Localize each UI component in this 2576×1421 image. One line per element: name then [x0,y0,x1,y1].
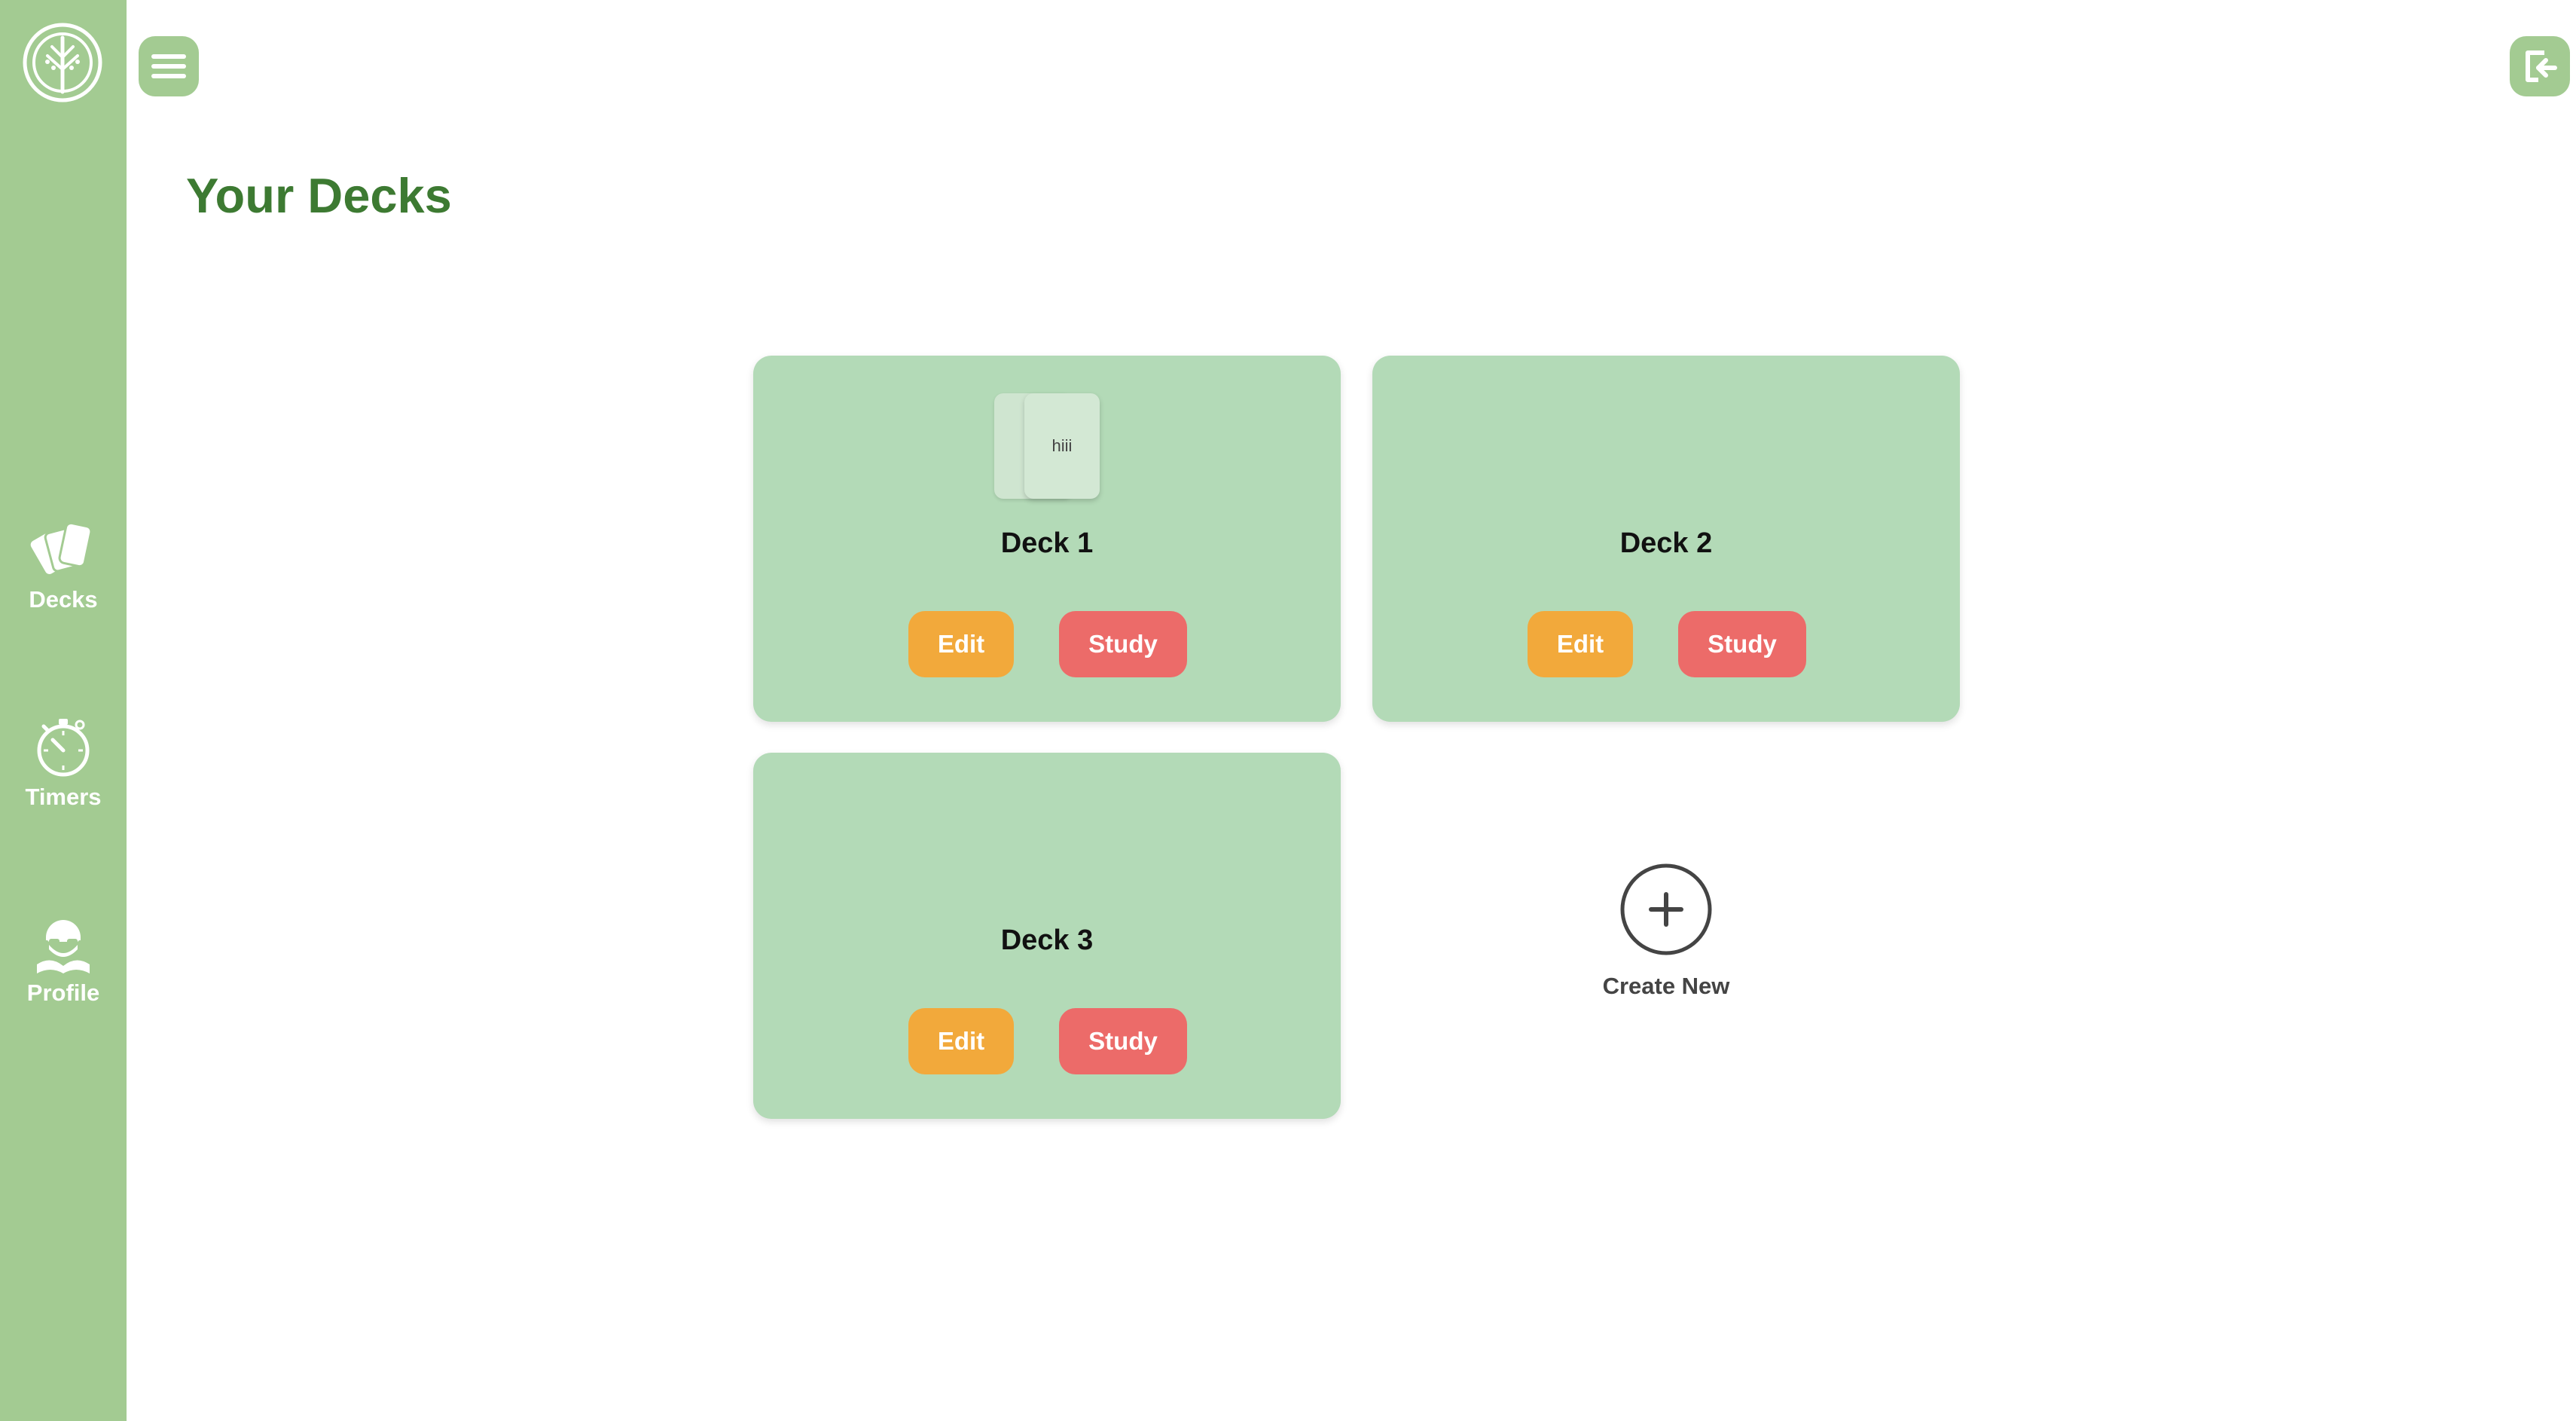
create-new-label: Create New [1602,973,1730,999]
tree-logo-icon [23,23,102,102]
study-button[interactable]: Study [1059,611,1187,677]
deck-name: Deck 1 [1000,527,1094,559]
sidebar: Decks Timers Profile [0,0,127,1421]
plus-circle-icon [1620,863,1712,955]
deck-name: Deck 2 [1619,527,1713,559]
create-new-button[interactable]: Create New [1546,863,1787,1000]
deck-preview: hiii [994,393,1101,500]
preview-card-front: hiii [1024,393,1100,499]
logout-button[interactable] [2510,36,2570,96]
sidebar-item-timers[interactable]: Timers [0,716,127,811]
cards-icon [30,521,93,574]
logout-icon [2526,50,2557,82]
reader-avatar-icon [37,920,90,973]
deck-name: Deck 3 [1000,924,1094,956]
edit-button[interactable]: Edit [1528,611,1633,677]
sidebar-item-label: Decks [29,586,98,613]
deck-card-1: hiii Deck 1 Edit Study [753,356,1341,722]
sidebar-item-label: Profile [26,979,100,1006]
sidebar-item-profile[interactable]: Profile [0,912,127,1007]
deck-card-3: Deck 3 Edit Study [753,753,1341,1119]
stopwatch-icon [37,719,90,777]
study-button[interactable]: Study [1059,1008,1187,1074]
study-button[interactable]: Study [1678,611,1806,677]
sidebar-item-decks[interactable]: Decks [0,518,127,613]
sidebar-item-label: Timers [25,784,102,810]
deck-card-2: Deck 2 Edit Study [1372,356,1960,722]
menu-button[interactable] [139,36,199,96]
hamburger-menu-icon [151,54,186,78]
page-title: Your Decks [186,168,452,223]
edit-button[interactable]: Edit [908,1008,1014,1074]
edit-button[interactable]: Edit [908,611,1014,677]
